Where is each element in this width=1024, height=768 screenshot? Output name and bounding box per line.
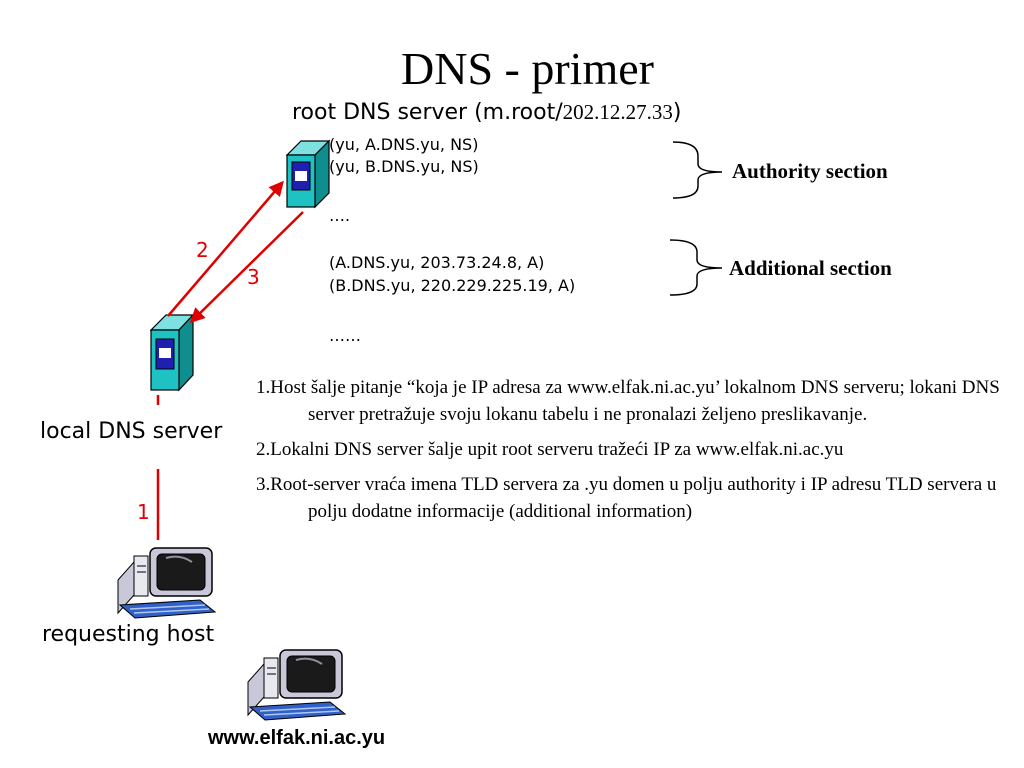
step-2-text: 2.Lokalni DNS server šalje upit root ser… (256, 439, 844, 460)
requesting-host-computer-icon (117, 547, 217, 619)
authority-brace (672, 141, 723, 199)
additional-record-2: (B.DNS.yu, 220.229.225.19, A) (329, 276, 576, 295)
requesting-host-label: requesting host (42, 622, 215, 647)
arrow-step-2 (167, 180, 284, 317)
root-server-label-suffix: ) (672, 100, 682, 125)
step-1-text: 1.Host šalje pitanje “koja je IP adresa … (256, 377, 1000, 425)
step-2-number: 2 (196, 238, 209, 262)
additional-record-1: (A.DNS.yu, 203.73.24.8, A) (329, 253, 545, 272)
record-ellipsis-2: …… (329, 326, 361, 345)
authority-record-2: (yu, B.DNS.yu, NS) (329, 157, 479, 176)
root-server-label-prefix: root DNS server (m.root/ (292, 100, 563, 125)
root-server-label: root DNS server (m.root/202.12.27.33) (292, 100, 681, 125)
record-ellipsis-1: …. (329, 206, 351, 225)
root-dns-server-icon (285, 139, 331, 209)
target-host-computer-icon (247, 649, 347, 721)
additional-section-label: Additional section (729, 256, 892, 280)
step-3-text: 3.Root-server vraća imena TLD servera za… (256, 474, 997, 522)
root-server-ip: 202.12.27.33 (562, 100, 673, 124)
local-dns-server-icon (149, 313, 195, 392)
arrow-step-3 (189, 211, 304, 324)
steps-list: 1.Host šalje pitanje “koja je IP adresa … (256, 374, 1016, 533)
step-1-number: 1 (137, 500, 150, 524)
step-3-number: 3 (247, 265, 260, 289)
authority-section-label: Authority section (732, 159, 888, 183)
slide-title: DNS - primer (401, 43, 654, 94)
additional-brace (669, 239, 723, 296)
local-dns-server-label: local DNS server (40, 419, 223, 444)
authority-record-1: (yu, A.DNS.yu, NS) (329, 135, 479, 154)
target-host-label: www.elfak.ni.ac.yu (208, 727, 386, 749)
